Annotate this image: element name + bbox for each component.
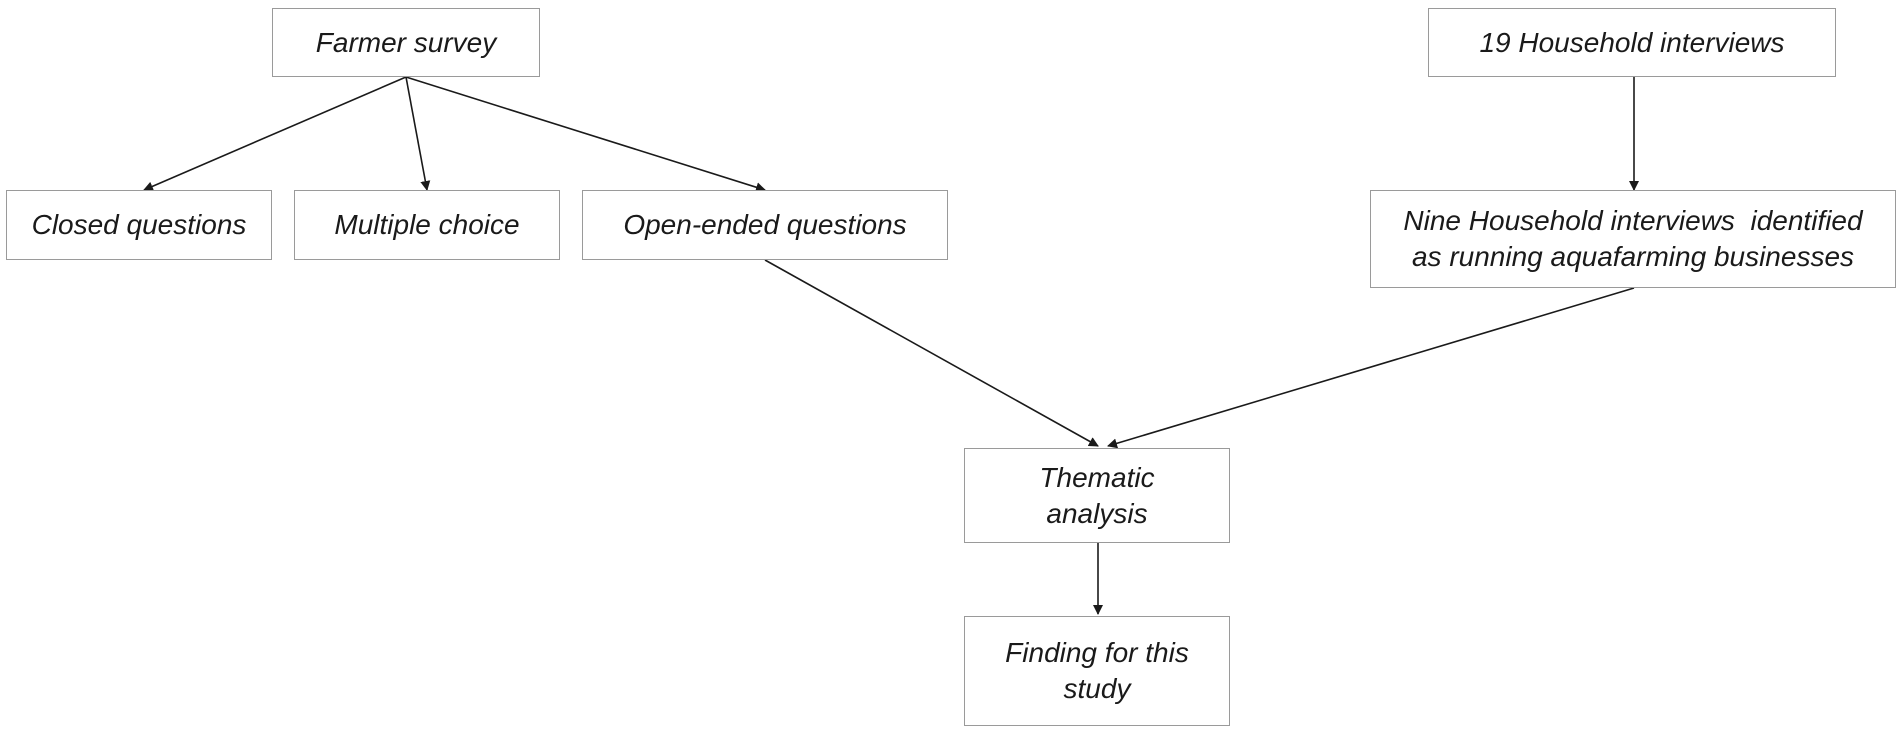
farmer-survey-box: Farmer survey [272, 8, 540, 77]
finding-line-2: study [1063, 673, 1131, 704]
nine-interviews-line-1: Nine Household interviews identified [1403, 205, 1863, 236]
thematic-analysis-line-2: analysis [1046, 497, 1148, 529]
arrow-survey-to-open [405, 76, 766, 193]
arrow-survey-to-multiple [405, 76, 431, 191]
nine-interviews-box: Nine Household interviews identified as … [1370, 190, 1896, 288]
finding-line-1: Finding for this [1005, 637, 1189, 668]
arrow-survey-to-closed [143, 76, 407, 192]
arrow-nine-to-thematic [1107, 287, 1635, 449]
open-ended-questions-box: Open-ended questions [582, 190, 948, 260]
farmer-survey-label: Farmer survey [315, 26, 497, 58]
nine-interviews-line-2: as running aquafarming businesses [1411, 241, 1855, 272]
closed-questions-box: Closed questions [6, 190, 272, 260]
multiple-choice-label: Multiple choice [334, 209, 520, 240]
thematic-analysis-box: Thematic analysis [964, 448, 1230, 543]
thematic-analysis-text: Thematic analysis [1039, 460, 1154, 532]
arrow-open-to-thematic [764, 259, 1099, 447]
household-interviews-box: 19 Household interviews [1428, 8, 1836, 77]
household-interviews-label: 19 Household interviews [1479, 26, 1785, 58]
thematic-analysis-line-1: Thematic [1039, 461, 1155, 493]
finding-box: Finding for this study [964, 616, 1230, 726]
nine-interviews-text: Nine Household interviews identified as … [1403, 203, 1862, 275]
closed-questions-label: Closed questions [31, 209, 247, 240]
multiple-choice-box: Multiple choice [294, 190, 560, 260]
finding-text: Finding for this study [1005, 635, 1189, 707]
open-ended-questions-label: Open-ended questions [623, 209, 907, 240]
